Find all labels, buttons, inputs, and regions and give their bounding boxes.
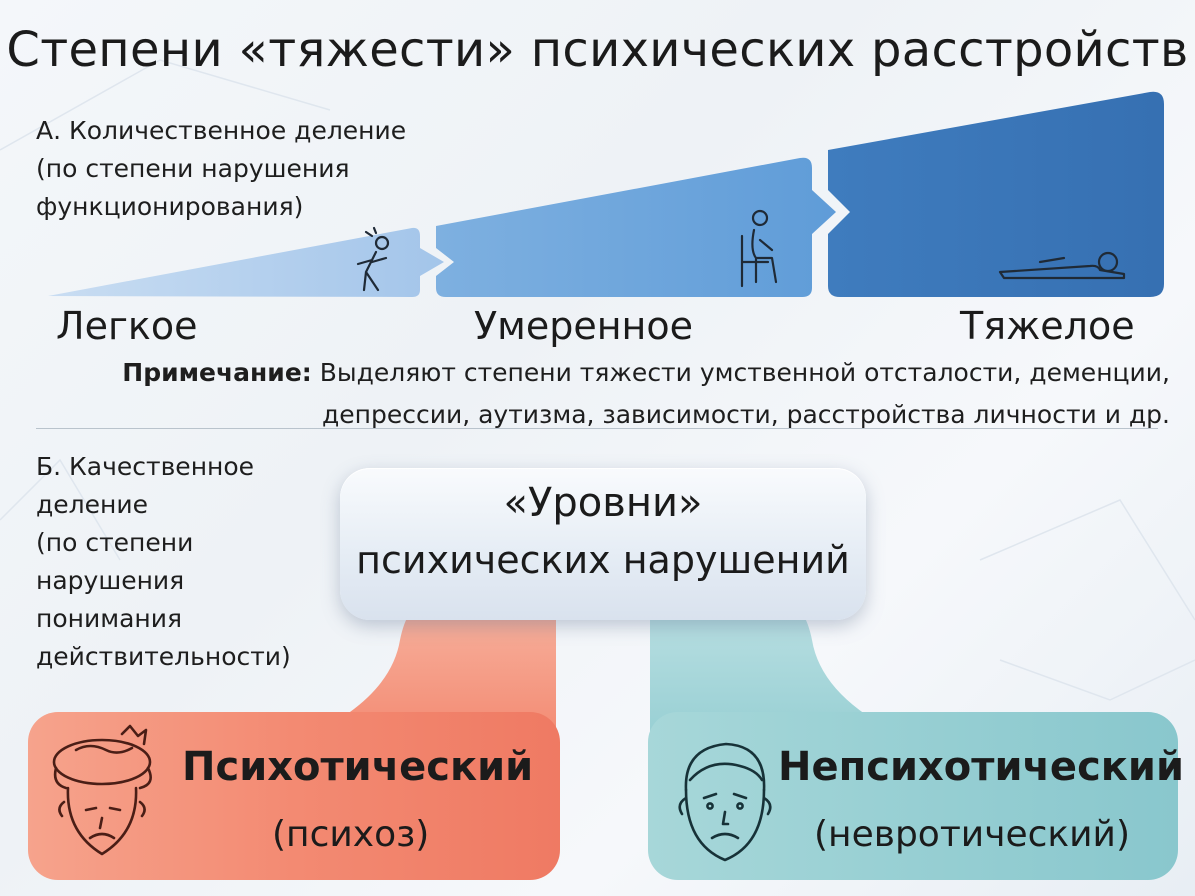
note-text-1: Выделяют степени тяжести умственной отст… xyxy=(311,358,1170,387)
distressed-head-icon xyxy=(52,724,152,856)
nonpsychotic-card: Непсихотический (невротический) xyxy=(648,712,1184,880)
section-a-line: функционирования) xyxy=(36,192,304,221)
psychotic-title: Психотический xyxy=(182,744,534,790)
step-mid xyxy=(436,157,836,297)
section-divider xyxy=(36,428,1158,429)
section-a-line: (по степени нарушения xyxy=(36,154,350,183)
note-line-1: Примечание: Выделяют степени тяжести умс… xyxy=(40,352,1170,394)
section-b-line: понимания xyxy=(36,604,183,633)
level-label-moderate: Умеренное xyxy=(474,304,694,348)
section-b-line: действительности) xyxy=(36,642,291,671)
level-label-mild: Легкое xyxy=(56,304,198,348)
section-b-label: Б. Качественное деление (по степени нару… xyxy=(36,448,336,676)
section-b-line: нарушения xyxy=(36,566,185,595)
nonpsychotic-title: Непсихотический xyxy=(778,744,1184,790)
psychotic-subtitle: (психоз) xyxy=(272,814,430,855)
level-label-severe: Тяжелое xyxy=(960,304,1135,348)
note: Примечание: Выделяют степени тяжести умс… xyxy=(40,352,1170,436)
section-a-label: А. Количественное деление (по степени на… xyxy=(36,112,456,226)
connector-psychotic xyxy=(300,610,556,740)
levels-box-title: «Уровни» xyxy=(503,480,703,526)
section-b-line: (по степени xyxy=(36,528,194,557)
section-b-line: Б. Качественное xyxy=(36,452,255,481)
section-b-line: деление xyxy=(36,490,148,519)
section-a-line: А. Количественное деление xyxy=(36,116,407,145)
psychotic-card: Психотический (психоз) xyxy=(28,712,560,880)
step-light xyxy=(48,227,444,297)
levels-box: «Уровни» психических нарушений xyxy=(340,468,866,620)
step-dark xyxy=(828,91,1164,297)
note-text-2: депрессии, аутизма, зависимости, расстро… xyxy=(321,400,1170,429)
page-title: Степени «тяжести» психических расстройст… xyxy=(6,22,1189,78)
worried-face-icon xyxy=(678,742,772,862)
lying-person-icon xyxy=(998,251,1126,280)
nonpsychotic-subtitle: (невротический) xyxy=(814,814,1130,855)
note-label: Примечание: xyxy=(122,358,312,387)
connector-nonpsychotic xyxy=(650,610,912,740)
sitting-person-icon xyxy=(740,209,778,288)
falling-person-icon xyxy=(356,226,390,292)
levels-box-subtitle: психических нарушений xyxy=(356,538,850,582)
